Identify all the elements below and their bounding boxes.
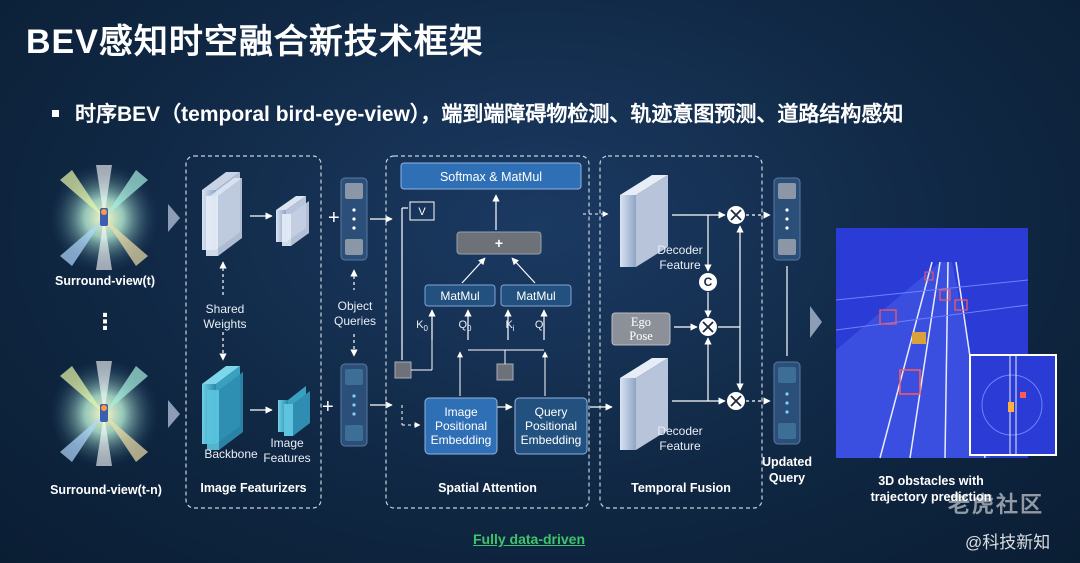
backbone-label: Backbone [204,447,258,461]
ki-letter: K [505,319,513,331]
add-box [456,231,542,255]
query-pe-label: Query Positional Embedding [520,405,582,447]
ki-subscript: i [512,324,515,334]
k0-letter: K [416,319,424,331]
decoder-feature-top [620,175,668,267]
bev-result-image [835,228,1057,459]
matmul-right-box [500,284,572,307]
ki-label: Ki [500,318,520,336]
qi-subscript: i [543,324,546,334]
updated-query-top [773,177,801,261]
softmax-label: Softmax & MatMul [439,170,543,184]
result-label: 3D obstacles with trajectory prediction [870,474,992,504]
features-top-stack [276,196,309,246]
image-featurizers-box [185,155,322,509]
decoder-feature-bottom-label: Decoder Feature [657,424,703,453]
decoder-feature-top-label: Decoder Feature [657,243,703,272]
spatial-attention-label: Spatial Attention [438,481,537,495]
updated-query-bottom [773,361,801,445]
plus-icon: + [322,396,334,418]
surround-view-tn-label: Surround-view(t-n) [50,483,162,497]
page-title: BEV感知时空融合新技术框架 [26,23,484,61]
temporal-fusion-label: Temporal Fusion [631,481,731,495]
softmax-box [400,162,582,190]
surround-view-bottom-icon [49,359,159,469]
qi-label: Qi [530,318,550,336]
chevron-right-icon [168,400,180,428]
watermark-author: @科技新知 [965,533,1051,552]
matmul-right-label: MatMul [516,289,556,303]
concat-icon [699,273,717,291]
matmul-left-label: MatMul [440,289,480,303]
image-features-label: Image Features [263,436,311,465]
q0-subscript: 0 [467,324,472,334]
decoder-feature-bottom [620,358,668,450]
subtitle: 时序BEV（temporal bird-eye-view），端到端障碍物检测、轨… [52,98,903,128]
image-pe-label: Image Positional Embedding [430,405,492,447]
surround-view-t-label: Surround-view(t) [55,274,155,288]
v-box [409,201,435,221]
v-label: V [418,206,426,218]
surround-view-top-icon [49,163,159,273]
image-featurizers-label: Image Featurizers [200,481,307,495]
object-queries-top [340,177,368,261]
dots-label: ⋮ [94,309,116,334]
q0-letter: Q [458,319,468,331]
query-pe-box [514,397,588,455]
temporal-fusion-box [599,155,763,509]
bullet-icon [52,109,59,117]
updated-query-label: Updated Query [762,455,812,485]
image-pe-box [424,397,498,455]
ego-pose-box [611,312,671,346]
plus-icon: + [328,207,340,229]
k0-label: K0 [412,318,432,336]
concat-label: C [703,275,713,289]
object-queries-bottom [340,363,368,447]
watermark-main: 老虎社区 [948,492,1045,517]
fully-data-driven-link[interactable]: Fully data-driven [473,531,586,547]
add-label: + [494,235,504,251]
backbone-top-stack [202,172,242,256]
ego-pose-label: Ego Pose [629,315,653,343]
feature-token [394,361,412,379]
spatial-attention-box [385,155,590,509]
features-bottom-stack [278,386,310,436]
query-token [496,363,514,381]
chevron-right-icon [810,306,822,338]
shared-weights-label: Shared Weights [203,302,247,331]
qi-letter: Q [534,319,544,331]
q0-label: Q0 [455,318,475,336]
k0-subscript: 0 [423,324,428,334]
subtitle-text: 时序BEV（temporal bird-eye-view），端到端障碍物检测、轨… [75,103,904,126]
object-queries-label: Object Queries [333,299,377,328]
matmul-left-box [424,284,496,307]
chevron-right-icon [168,204,180,232]
backbone-bottom-stack [202,366,243,450]
